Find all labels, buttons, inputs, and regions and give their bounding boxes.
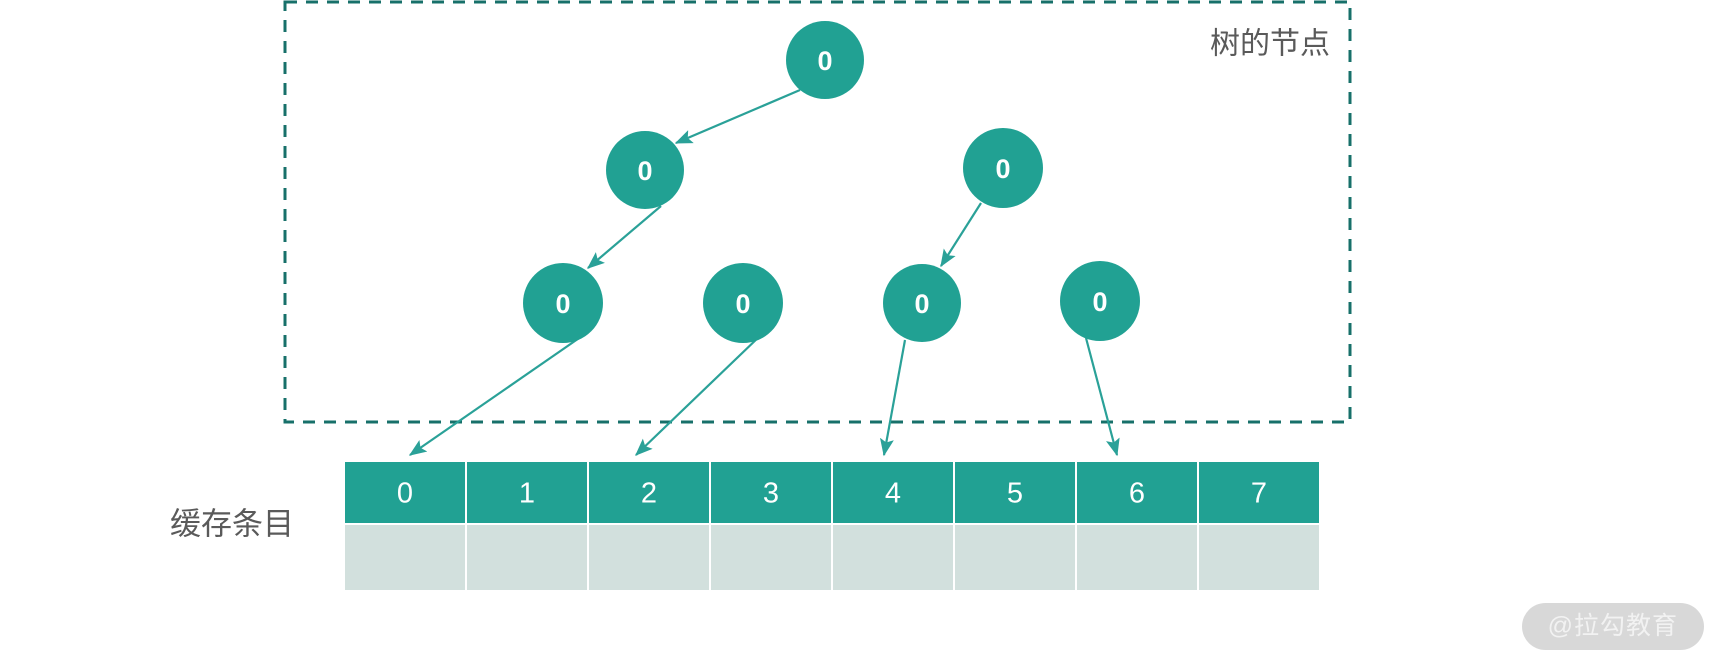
cache-header-cell-7[interactable]: 7 — [1199, 462, 1319, 523]
cache-header-cell-label: 1 — [519, 478, 535, 510]
cache-header-cell-label: 4 — [885, 478, 901, 510]
cache-header-cell-0[interactable]: 0 — [345, 462, 465, 523]
cache-header-cell-bg — [467, 462, 587, 523]
cache-arrow-leaf1-to-cell-2 — [635, 333, 763, 456]
cache-body-cell-0[interactable] — [345, 525, 465, 590]
cache-header-cell-label: 0 — [397, 478, 413, 510]
cache-header-cell-6[interactable]: 6 — [1077, 462, 1197, 523]
tree-node-circle — [1060, 261, 1140, 341]
cache-header-cell-bg — [589, 462, 709, 523]
cache-header-cell-bg — [1077, 462, 1197, 523]
tree-node-value: 0 — [817, 46, 832, 76]
cache-header-cell-bg — [955, 462, 1075, 523]
cache-body-cell-1[interactable] — [467, 525, 587, 590]
cache-body-cell-bg — [1199, 525, 1319, 590]
cache-body-cell-3[interactable] — [711, 525, 831, 590]
tree-node-circle — [703, 263, 783, 343]
cache-header-cell-1[interactable]: 1 — [467, 462, 587, 523]
tree-node-value: 0 — [637, 156, 652, 186]
tree-node-value: 0 — [914, 289, 929, 319]
watermark-badge: @拉勾教育 — [1521, 603, 1704, 650]
cache-body-cell-6[interactable] — [1077, 525, 1197, 590]
cache-body-cell-bg — [711, 525, 831, 590]
tree-node-circle — [786, 21, 864, 99]
tree-edge-l1a-to-leaf0 — [586, 205, 662, 269]
tree-node-value: 0 — [995, 154, 1010, 184]
tree-node-l1a[interactable]: 0 — [606, 131, 684, 209]
cache-header-cell-3[interactable]: 3 — [711, 462, 831, 523]
tree-edge-l1b-to-leaf2 — [940, 202, 982, 268]
tree-node-circle — [963, 128, 1043, 208]
tree-node-root[interactable]: 0 — [786, 21, 864, 99]
cache-header-cell-label: 7 — [1251, 478, 1267, 510]
tree-node-value: 0 — [735, 289, 750, 319]
cache-header-cell-label: 6 — [1129, 478, 1145, 510]
cache-body-cell-bg — [467, 525, 587, 590]
watermark-text: @拉勾教育 — [1547, 612, 1678, 640]
cache-arrow-leaf3-to-cell-6 — [1084, 337, 1120, 457]
cache-body-cell-2[interactable] — [589, 525, 709, 590]
tree-node-leaf0[interactable]: 0 — [523, 263, 603, 343]
tree-edge-root-to-l1a — [674, 88, 801, 145]
cache-entry-table: 0 1 2 3 4 5 6 7 — [345, 462, 1319, 590]
cache-header-cell-bg — [1199, 462, 1319, 523]
tree-edge-group — [586, 88, 982, 269]
cache-header-cell-label: 3 — [763, 478, 779, 510]
tree-node-value: 0 — [555, 289, 570, 319]
cache-header-cell-4[interactable]: 4 — [833, 462, 953, 523]
cache-table-label: 缓存条目 — [170, 507, 294, 542]
node-to-cache-arrow-group — [408, 333, 1120, 457]
cache-header-cell-bg — [833, 462, 953, 523]
tree-node-leaf1[interactable]: 0 — [703, 263, 783, 343]
cache-body-cell-bg — [955, 525, 1075, 590]
tree-node-value: 0 — [1092, 287, 1107, 317]
cache-header-cell-label: 2 — [641, 478, 657, 510]
cache-header-cell-2[interactable]: 2 — [589, 462, 709, 523]
tree-node-circle — [606, 131, 684, 209]
cache-body-cell-7[interactable] — [1199, 525, 1319, 590]
cache-header-cell-bg — [711, 462, 831, 523]
cache-body-cell-bg — [1077, 525, 1197, 590]
tree-region-border — [283, 0, 1352, 424]
tree-node-circle — [523, 263, 603, 343]
tree-node-group: 0 0 0 0 0 0 0 — [523, 21, 1140, 343]
tree-node-leaf2[interactable]: 0 — [883, 264, 961, 342]
cache-header-cell-label: 5 — [1007, 478, 1023, 510]
cache-body-cell-4[interactable] — [833, 525, 953, 590]
tree-node-leaf3[interactable]: 0 — [1060, 261, 1140, 341]
cache-body-cell-bg — [833, 525, 953, 590]
tree-region-label: 树的节点 — [1210, 28, 1330, 61]
tree-node-l1b[interactable]: 0 — [963, 128, 1043, 208]
tree-node-circle — [883, 264, 961, 342]
cache-body-cell-5[interactable] — [955, 525, 1075, 590]
cache-arrow-leaf0-to-cell-0 — [408, 333, 586, 456]
cache-arrow-leaf2-to-cell-4 — [879, 339, 907, 457]
cache-body-cell-bg — [589, 525, 709, 590]
cache-header-cell-bg — [345, 462, 465, 523]
cache-body-cell-bg — [345, 525, 465, 590]
cache-header-cell-5[interactable]: 5 — [955, 462, 1075, 523]
